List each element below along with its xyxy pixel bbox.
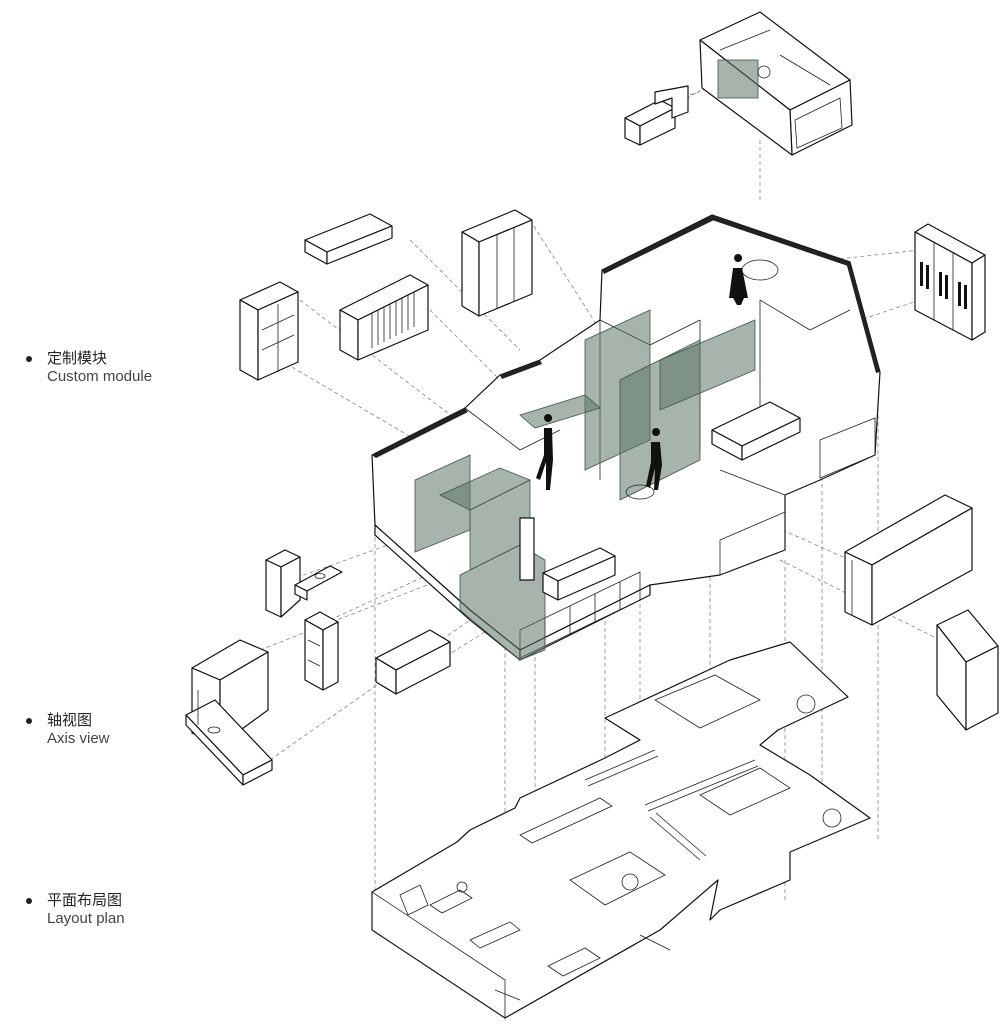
custom-modules-lower-left (185, 549, 451, 786)
custom-modules-right (844, 223, 999, 731)
legend-custom-module-en: Custom module (47, 368, 153, 385)
laundry-room-module (624, 11, 853, 156)
wardrobe-slats (920, 262, 967, 309)
legend-layout-plan-zh: 平面布局图 (47, 891, 123, 909)
slat-pattern (371, 292, 415, 348)
bullet-icon (26, 718, 32, 724)
legend-axis-view-en: Axis view (47, 730, 110, 747)
custom-modules-upper-left (239, 209, 533, 381)
legend-layout-plan-en: Layout plan (47, 910, 125, 927)
human-figures (536, 254, 748, 490)
bullet-icon (26, 898, 32, 904)
legend-custom-module-zh: 定制模块 (47, 349, 108, 367)
legend-axis-view-zh: 轴视图 (47, 711, 93, 729)
layout-plan (371, 641, 871, 1019)
bullet-icon (26, 356, 32, 362)
plan-stair-hatch (584, 749, 759, 861)
apartment-axis-model (371, 214, 881, 661)
